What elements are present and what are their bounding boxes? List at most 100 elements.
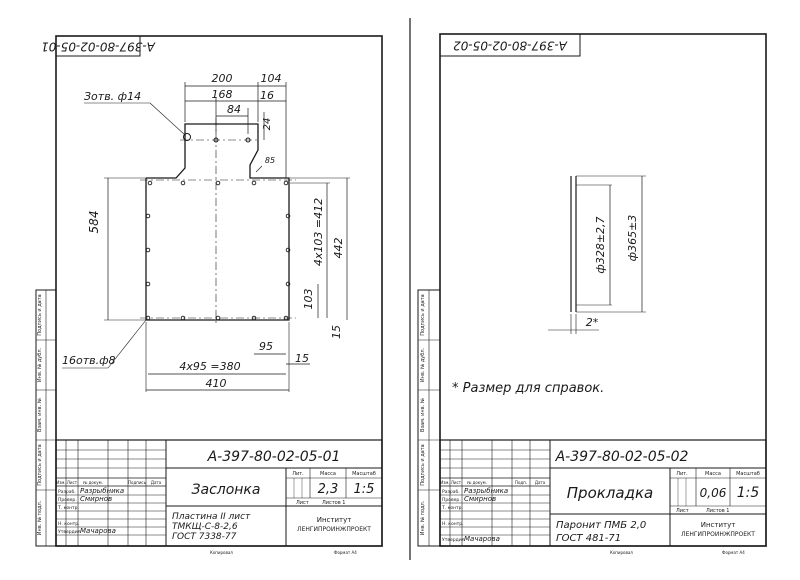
role-utv: Утвердил bbox=[442, 537, 465, 543]
scale-label: Масштаб bbox=[352, 471, 376, 477]
signature-utv: Мачарова bbox=[80, 527, 116, 535]
hole-14 bbox=[245, 137, 251, 143]
right-title-block: А-397-80-02-05-02 Прокладка Лит. Масса М… bbox=[439, 439, 767, 547]
sheet-label: Лист bbox=[676, 508, 689, 514]
left-part-name: Заслонка bbox=[192, 482, 261, 498]
hole-8 bbox=[147, 180, 153, 186]
format-label: Формат А4 bbox=[334, 550, 357, 555]
hole-8 bbox=[180, 180, 186, 186]
dim-365: ф365±3 bbox=[626, 215, 639, 262]
format-label: Формат А4 bbox=[722, 550, 745, 555]
hole-8 bbox=[145, 281, 151, 287]
dim-104: 104 bbox=[261, 72, 282, 85]
plate-outline bbox=[145, 123, 290, 321]
right-sheet: А-397-80-02-05-02 Подпись и дата Инв. № … bbox=[417, 33, 767, 555]
dim-84: 84 bbox=[227, 103, 241, 116]
role-tkontr: Т. контр. bbox=[57, 505, 79, 511]
dim-442: 442 bbox=[332, 238, 345, 259]
dim-4x95: 4х95 =380 bbox=[179, 360, 240, 373]
left-frame bbox=[55, 35, 383, 547]
left-institute-2: ЛЕНГИПРОИНЖПРОЕКТ bbox=[297, 526, 371, 533]
right-institute-2: ЛЕНГИПРОИНЖПРОЕКТ bbox=[681, 531, 755, 538]
copy-label: Копировал bbox=[210, 550, 233, 555]
dim-95: 95 bbox=[259, 340, 273, 353]
col-date: Дата bbox=[151, 480, 162, 485]
col-izm: Изм. bbox=[56, 480, 65, 485]
signature-utv: Мачарова bbox=[464, 535, 500, 543]
hole-8 bbox=[215, 180, 221, 186]
dim-410: 410 bbox=[206, 377, 227, 390]
left-corner-code: А-397-80-02-05-01 bbox=[41, 40, 156, 54]
reference-note: * Размер для справок. bbox=[452, 381, 604, 396]
hole-8 bbox=[145, 247, 151, 253]
right-mass: 0,06 bbox=[700, 486, 727, 500]
left-side-label-2: Инв. № дубл. bbox=[37, 347, 43, 382]
mass-label: Масса bbox=[705, 471, 721, 477]
callout-holes8: 16отв.ф8 bbox=[62, 354, 116, 367]
hole-8 bbox=[145, 315, 151, 321]
hole-8 bbox=[283, 315, 289, 321]
hole-8 bbox=[145, 213, 151, 219]
role-tkontr: Т. контр. bbox=[441, 505, 463, 511]
right-material-2: ГОСТ 481-71 bbox=[556, 533, 621, 544]
right-designation: А-397-80-02-05-02 bbox=[555, 449, 689, 465]
left-material-3: ГОСТ 7338-77 bbox=[172, 532, 237, 542]
signature-prover: Смирнов bbox=[80, 495, 112, 503]
dim-15v: 15 bbox=[330, 325, 343, 339]
sheet-label: Лист bbox=[296, 500, 309, 506]
role-nkontr: Н. контр. bbox=[58, 521, 80, 527]
left-scale: 1:5 bbox=[354, 482, 375, 497]
mass-label: Масса bbox=[320, 471, 336, 477]
right-frame bbox=[439, 33, 767, 547]
signature-prover: Смирнов bbox=[464, 495, 496, 503]
hole-8 bbox=[285, 213, 291, 219]
hole-14 bbox=[183, 133, 191, 141]
callout-hole14: Зотв. ф14 bbox=[84, 90, 141, 103]
hole-14 bbox=[213, 137, 219, 143]
left-mass: 2,3 bbox=[318, 482, 339, 497]
dim-24: 24 bbox=[262, 118, 273, 131]
dim-15h: 15 bbox=[295, 352, 309, 365]
col-date: Дата bbox=[535, 480, 546, 485]
role-prover: Провер. bbox=[58, 497, 77, 503]
col-doc: № докум. bbox=[467, 480, 487, 485]
role-utv: Утвердил bbox=[58, 529, 81, 535]
left-material-2: ТМКЩ-С-8-2,6 bbox=[172, 522, 238, 532]
dim-4x103: 4х103 =412 bbox=[312, 198, 325, 266]
sheets-label: Листов 1 bbox=[706, 508, 729, 514]
signature-razrab: Разрыбника bbox=[464, 487, 508, 495]
right-corner-box bbox=[439, 33, 581, 57]
col-sign: Подпись bbox=[128, 480, 147, 485]
hole-8 bbox=[283, 180, 289, 186]
left-title-block: А-397-80-02-05-01 Заслонка Лит. Масса Ма… bbox=[55, 439, 383, 547]
sheets-label: Листов 1 bbox=[322, 500, 345, 506]
col-list: Лист bbox=[451, 480, 462, 485]
dim-328: ф328±2,7 bbox=[594, 216, 607, 273]
right-side-label-3: Взам. инв. № bbox=[420, 397, 426, 432]
left-designation: А-397-80-02-05-01 bbox=[207, 449, 341, 465]
right-side-label-5: Инв. № подл. bbox=[420, 500, 426, 535]
left-side-label-4: Подпись и дата bbox=[37, 444, 43, 485]
right-institute-1: Институт bbox=[701, 521, 736, 529]
dim-200: 200 bbox=[212, 72, 233, 85]
role-nkontr: Н. контр. bbox=[442, 521, 464, 527]
left-institute-1: Институт bbox=[317, 516, 352, 524]
hole-8 bbox=[180, 315, 186, 321]
col-doc: № докум. bbox=[83, 480, 103, 485]
hole-8 bbox=[251, 180, 257, 186]
col-sign: Подп. bbox=[515, 480, 527, 485]
lit-label: Лит. bbox=[292, 471, 304, 477]
dim-584: 584 bbox=[87, 211, 101, 234]
left-material-1: Пластина II лист bbox=[172, 512, 251, 522]
role-razrab: Разраб. bbox=[442, 489, 460, 495]
hole-8 bbox=[285, 247, 291, 253]
right-side-label-2: Инв. № дубл. bbox=[420, 347, 426, 382]
left-corner-box bbox=[55, 35, 141, 57]
right-scale: 1:5 bbox=[737, 485, 760, 501]
role-razrab: Разраб. bbox=[58, 489, 76, 495]
right-part-name: Прокладка bbox=[567, 484, 653, 502]
copy-label: Копировал bbox=[610, 550, 633, 555]
left-side-label-1: Подпись и дата bbox=[37, 294, 43, 335]
col-izm: Изм. bbox=[440, 480, 449, 485]
